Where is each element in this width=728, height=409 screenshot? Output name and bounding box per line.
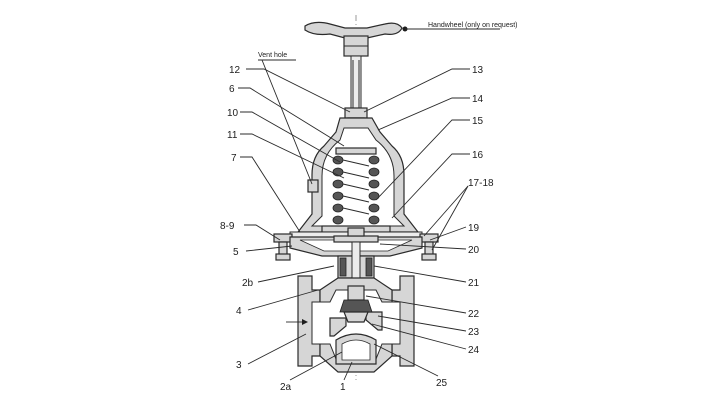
label-4: 4 bbox=[236, 306, 242, 317]
diaphragm-nut bbox=[347, 227, 365, 237]
label-7: 7 bbox=[231, 153, 237, 164]
label-13: 13 bbox=[472, 65, 484, 76]
label-20: 20 bbox=[468, 245, 480, 256]
pressure-spring bbox=[332, 155, 380, 225]
label-12: 12 bbox=[229, 65, 241, 76]
label-17-18: 17-18 bbox=[468, 178, 494, 189]
label-22: 22 bbox=[468, 309, 480, 320]
handwheel-callout: Handwheel (only on request) bbox=[428, 22, 518, 29]
valve-body bbox=[297, 275, 415, 373]
adjusting-stem bbox=[344, 55, 368, 127]
leader-lines bbox=[238, 28, 500, 381]
label-6: 6 bbox=[229, 84, 235, 95]
label-21: 21 bbox=[468, 278, 480, 289]
label-19: 19 bbox=[468, 223, 480, 234]
label-2a: 2a bbox=[280, 382, 292, 393]
label-11: 11 bbox=[227, 130, 238, 141]
label-23: 23 bbox=[468, 327, 480, 338]
label-10: 10 bbox=[227, 108, 239, 119]
label-15: 15 bbox=[472, 116, 484, 127]
handwheel bbox=[304, 21, 408, 57]
label-14: 14 bbox=[472, 94, 484, 105]
valve-disc bbox=[339, 285, 373, 323]
flow-direction-arrow bbox=[286, 319, 308, 325]
upper-spring-plate bbox=[335, 147, 377, 155]
vent-hole-callout: Vent hole bbox=[258, 52, 287, 59]
label-25: 25 bbox=[436, 378, 448, 389]
label-3: 3 bbox=[236, 360, 242, 371]
label-24: 24 bbox=[468, 345, 480, 356]
flange-bolt-right bbox=[419, 233, 439, 261]
diaphragm-plate bbox=[333, 235, 379, 243]
label-16: 16 bbox=[472, 150, 484, 161]
label-1: 1 bbox=[340, 382, 346, 393]
label-2b: 2b bbox=[242, 278, 254, 289]
label-5: 5 bbox=[233, 247, 239, 258]
label-8-9: 8-9 bbox=[220, 221, 235, 232]
